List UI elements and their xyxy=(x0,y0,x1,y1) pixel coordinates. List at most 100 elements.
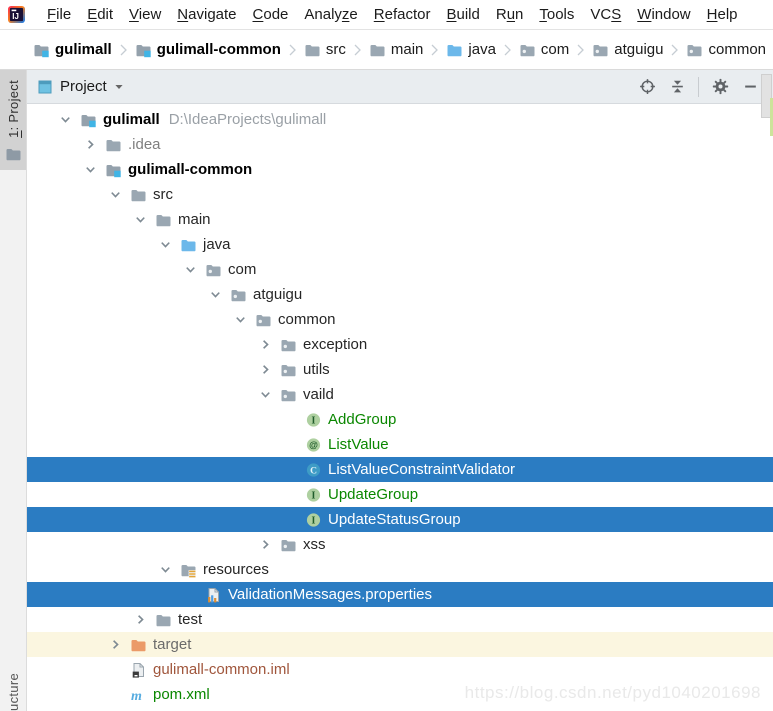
chevron-expanded-icon[interactable] xyxy=(232,312,249,328)
chevron-spacer xyxy=(282,437,299,453)
tool-window-button-project[interactable]: 1: Project xyxy=(0,70,26,170)
chevron-collapsed-icon[interactable] xyxy=(107,637,124,653)
breadcrumb-item-com[interactable]: com xyxy=(519,41,569,58)
tree-row-ListValue[interactable]: @ListValue xyxy=(27,432,773,457)
breadcrumb-label: gulimall xyxy=(55,41,112,58)
package-folder-icon xyxy=(280,387,297,403)
folder-icon xyxy=(5,146,22,162)
breadcrumb-separator-icon xyxy=(430,43,439,57)
breadcrumb-item-gulimall-common[interactable]: gulimall-common xyxy=(135,41,281,58)
tree-row-utils[interactable]: utils xyxy=(27,357,773,382)
menu-build[interactable]: Build xyxy=(446,6,480,23)
tree-row-common[interactable]: common xyxy=(27,307,773,332)
breadcrumb-item-src[interactable]: src xyxy=(304,41,346,58)
tree-row-resources[interactable]: resources xyxy=(27,557,773,582)
collapse-all-icon[interactable] xyxy=(666,76,688,98)
hide-icon[interactable] xyxy=(739,76,761,98)
folder-icon xyxy=(155,612,172,628)
folder-icon xyxy=(130,187,147,203)
tree-node-label: atguigu xyxy=(253,286,303,303)
package-folder-icon xyxy=(280,537,297,553)
chevron-expanded-icon[interactable] xyxy=(132,212,149,228)
breadcrumb-separator-icon xyxy=(119,43,128,57)
chevron-expanded-icon[interactable] xyxy=(107,187,124,203)
chevron-expanded-icon[interactable] xyxy=(157,237,174,253)
properties-file-icon xyxy=(205,587,222,603)
chevron-collapsed-icon[interactable] xyxy=(82,137,99,153)
tree-row-gulimall-common[interactable]: gulimall-common xyxy=(27,157,773,182)
chevron-expanded-icon[interactable] xyxy=(257,387,274,403)
tree-row-java[interactable]: java xyxy=(27,232,773,257)
tree-row-atguigu[interactable]: atguigu xyxy=(27,282,773,307)
panel-title: Project xyxy=(60,78,107,95)
tool-window-button-structure[interactable]: ucture xyxy=(0,673,26,711)
chevron-expanded-icon[interactable] xyxy=(82,162,99,178)
svg-text:m: m xyxy=(131,689,142,703)
breadcrumb-item-gulimall[interactable]: gulimall xyxy=(33,41,112,58)
chevron-expanded-icon[interactable] xyxy=(57,112,74,128)
menu-view[interactable]: View xyxy=(129,6,162,23)
tree-row-test[interactable]: test xyxy=(27,607,773,632)
chevron-expanded-icon[interactable] xyxy=(157,562,174,578)
tree-row-vaild[interactable]: vaild xyxy=(27,382,773,407)
tree-row-pom-xml[interactable]: m pom.xml xyxy=(27,682,773,707)
chevron-collapsed-icon[interactable] xyxy=(257,537,274,553)
package-folder-icon xyxy=(205,262,222,278)
project-panel-header: Project xyxy=(27,70,773,104)
tree-row-com[interactable]: com xyxy=(27,257,773,282)
tree-node-label: src xyxy=(153,186,173,203)
scrollbar-thumb[interactable] xyxy=(761,74,772,118)
tree-node-label: UpdateStatusGroup xyxy=(328,511,461,528)
tool-window-strip: 1: Project ucture xyxy=(0,70,27,711)
tree-row-target[interactable]: target xyxy=(27,632,773,657)
menu-help[interactable]: Help xyxy=(706,6,738,23)
project-panel-icon xyxy=(37,79,53,95)
module-folder-icon xyxy=(80,112,97,128)
chevron-spacer xyxy=(182,587,199,603)
chevron-expanded-icon[interactable] xyxy=(207,287,224,303)
tree-row-idea[interactable]: .idea xyxy=(27,132,773,157)
breadcrumb-item-main[interactable]: main xyxy=(369,41,423,58)
menu-edit[interactable]: Edit xyxy=(87,6,114,23)
chevron-expanded-icon[interactable] xyxy=(182,262,199,278)
breadcrumb-item-java[interactable]: java xyxy=(446,41,496,58)
chevron-spacer xyxy=(282,462,299,478)
menu-run[interactable]: Run xyxy=(495,6,524,23)
chevron-collapsed-icon[interactable] xyxy=(257,362,274,378)
menu-window[interactable]: Window xyxy=(637,6,691,23)
tree-row-ValidationMessages-properties[interactable]: ValidationMessages.properties xyxy=(27,582,773,607)
locate-icon[interactable] xyxy=(636,76,658,98)
project-view-selector[interactable]: Project xyxy=(37,78,124,95)
breadcrumb-separator-icon xyxy=(576,43,585,57)
tree-row-src[interactable]: src xyxy=(27,182,773,207)
menu-code[interactable]: Code xyxy=(252,6,289,23)
tree-row-gulimall-common-iml[interactable]: gulimall-common.iml xyxy=(27,657,773,682)
chevron-collapsed-icon[interactable] xyxy=(132,612,149,628)
tree-row-exception[interactable]: exception xyxy=(27,332,773,357)
tree-row-main[interactable]: main xyxy=(27,207,773,232)
chevron-down-icon xyxy=(114,82,124,92)
chevron-collapsed-icon[interactable] xyxy=(257,337,274,353)
menu-analyze[interactable]: Analyze xyxy=(304,6,358,23)
tree-node-label: ValidationMessages.properties xyxy=(228,586,433,603)
tree-node-label: .idea xyxy=(128,136,161,153)
menu-refactor[interactable]: Refactor xyxy=(373,6,431,23)
settings-icon[interactable] xyxy=(709,76,731,98)
tree-row-xss[interactable]: xss xyxy=(27,532,773,557)
breadcrumb-label: java xyxy=(468,41,496,58)
menu-vcs[interactable]: VCS xyxy=(590,6,622,23)
tree-node-label: AddGroup xyxy=(328,411,397,428)
menu-navigate[interactable]: Navigate xyxy=(177,6,237,23)
breadcrumb-label: com xyxy=(540,41,570,58)
menu-tools[interactable]: Tools xyxy=(539,6,575,23)
breadcrumb-item-common[interactable]: common xyxy=(686,41,766,58)
breadcrumb-item-atguigu[interactable]: atguigu xyxy=(592,41,663,58)
menu-file[interactable]: File xyxy=(47,6,72,23)
tree-node-label: pom.xml xyxy=(153,686,210,703)
